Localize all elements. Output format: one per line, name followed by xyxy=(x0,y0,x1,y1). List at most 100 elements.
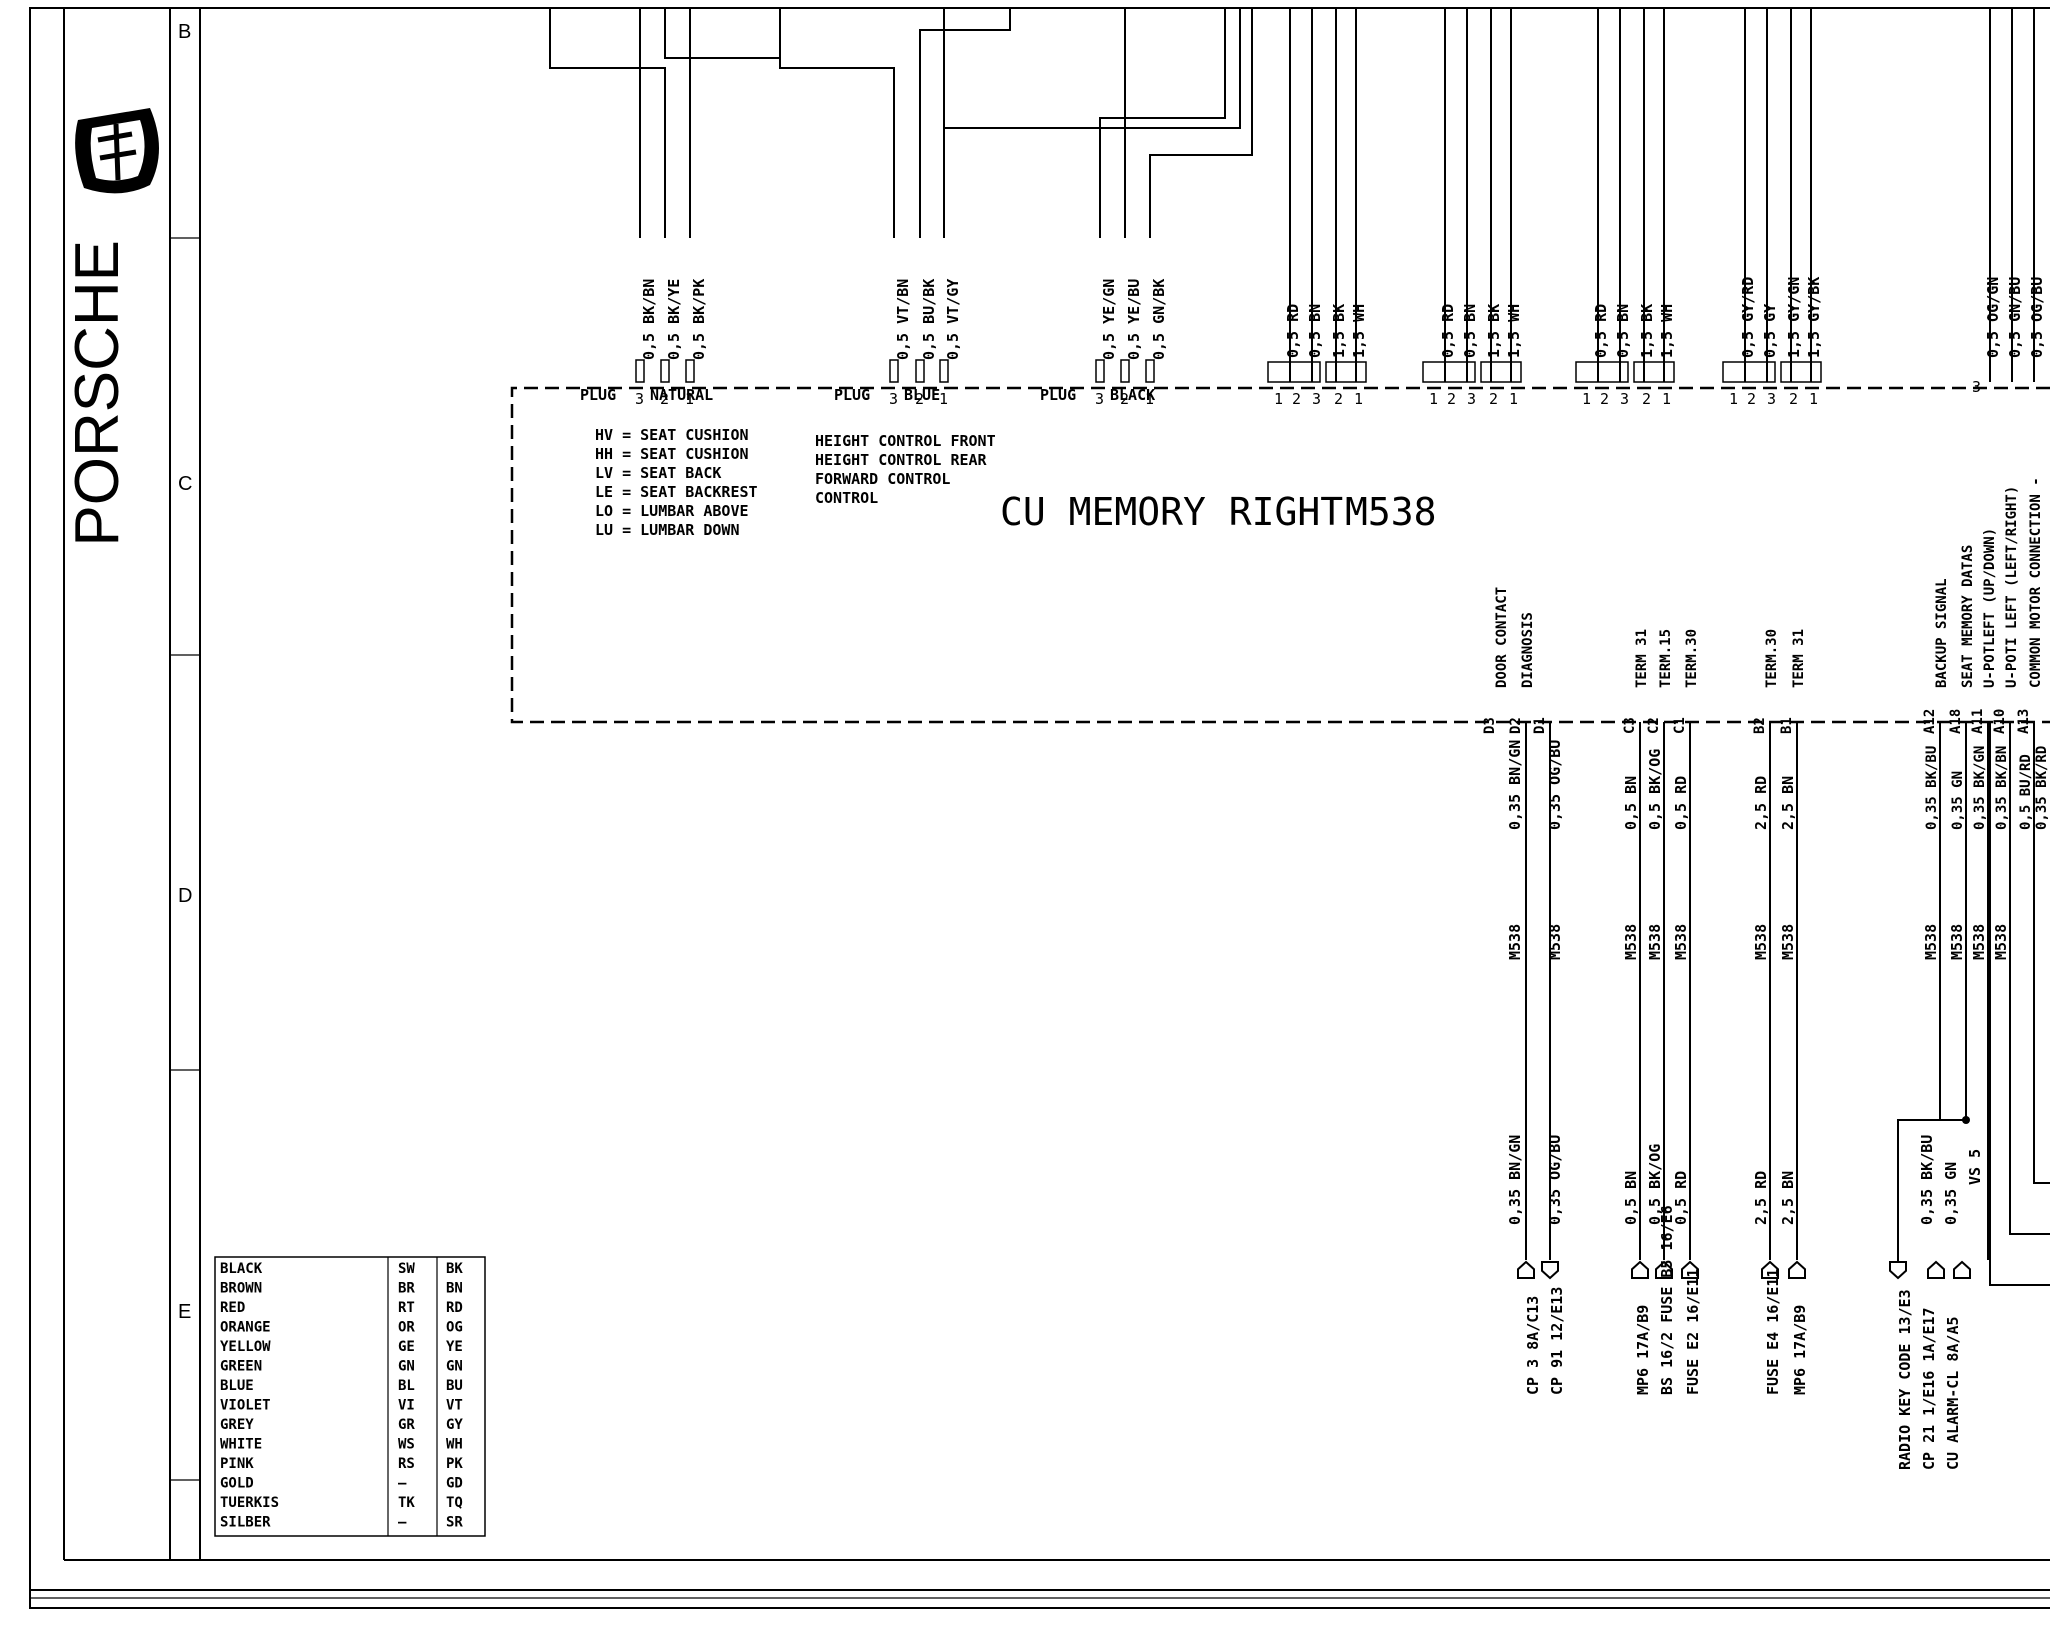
pin-signal: TERM.30 xyxy=(1684,629,1700,688)
ref-label: M538 xyxy=(1970,924,1988,960)
legend-german-code: GR xyxy=(398,1417,415,1433)
ref-label: M538 xyxy=(1672,924,1690,960)
pin-id: D3 xyxy=(1482,717,1498,734)
legend-english-code: BK xyxy=(446,1261,463,1277)
legend-color-name: BLUE xyxy=(220,1378,254,1394)
pin-id: D1 xyxy=(1532,717,1548,734)
plug-wire-label: 0,5 GN/BK xyxy=(1150,279,1168,360)
splice-label: VS 5 xyxy=(1966,1149,1984,1185)
legend-german-code: RS xyxy=(398,1456,415,1472)
plug-wire-label: 0,5 BK/YE xyxy=(665,279,683,360)
control-entry: HEIGHT CONTROL FRONT xyxy=(815,432,996,450)
legend-english-code: YE xyxy=(446,1339,463,1355)
abbreviation-entry: HH = SEAT CUSHION xyxy=(595,445,749,463)
destination-label: CU ALARM-CL 8A/A5 xyxy=(1944,1316,1962,1470)
pin-number: 2 xyxy=(1447,390,1456,408)
motor-wire-label: 0,5 RD xyxy=(1284,304,1302,358)
wire-label: 0,35 BK/RD xyxy=(2034,746,2050,830)
frame-and-wires xyxy=(29,7,2050,1609)
ref-label: M538 xyxy=(1506,924,1524,960)
wire-label: 0,35 GN xyxy=(1950,771,1966,830)
pin-signal: TERM.30 xyxy=(1764,629,1780,688)
destination-label: MP6 17A/B9 xyxy=(1634,1305,1652,1395)
control-entry: FORWARD CONTROL xyxy=(815,470,950,488)
pin-number: 1 xyxy=(1809,390,1818,408)
destination-label: CP 21 1/E16 1A/E17 xyxy=(1920,1307,1938,1470)
wire-label: 0,35 BK/BU xyxy=(1918,1135,1936,1225)
plug-label: PLUG xyxy=(834,386,870,404)
destination-label: CP 3 8A/C13 xyxy=(1524,1296,1542,1395)
connector-out-icon xyxy=(1953,1260,1971,1279)
legend-german-code: TK xyxy=(398,1495,415,1511)
legend-german-code: WS xyxy=(398,1437,415,1453)
pin-number: 3 xyxy=(1767,390,1776,408)
wire-label: 0,5 BN xyxy=(1622,1171,1640,1225)
pin-number: 2 xyxy=(1334,390,1343,408)
legend-color-name: ORANGE xyxy=(220,1320,271,1336)
connector-in-icon xyxy=(1541,1261,1559,1280)
pin-signal: U-POTLEFT (UP/DOWN) xyxy=(1982,528,1998,688)
legend-english-code: GN xyxy=(446,1359,463,1375)
terminal-box xyxy=(660,359,670,383)
legend-color-name: PINK xyxy=(220,1456,254,1472)
pin-number: 3 xyxy=(1467,390,1476,408)
abbreviation-entry: LV = SEAT BACK xyxy=(595,464,721,482)
pin-number: 1 xyxy=(1729,390,1738,408)
motor-wire-label: 0,5 GY xyxy=(1761,304,1779,358)
pin-number: 1 xyxy=(1662,390,1671,408)
legend-german-code: — xyxy=(398,1476,407,1492)
outer-border xyxy=(29,7,2050,1609)
wire-label: 0,35 BN/GN xyxy=(1506,740,1524,830)
plug-wire-label: 0,5 VT/BN xyxy=(894,279,912,360)
terminal-box xyxy=(939,359,949,383)
pin-id: C1 xyxy=(1672,717,1688,734)
wire-label: 0,5 BN xyxy=(1622,776,1640,830)
pin-number: 1 xyxy=(1582,390,1591,408)
legend-english-code: GD xyxy=(446,1476,463,1492)
pin-signal: U-POTI LEFT (LEFT/RIGHT) xyxy=(2004,486,2020,688)
destination-label: FUSE E4 16/E11 xyxy=(1764,1269,1782,1395)
unit-title: CU MEMORY RIGHT xyxy=(1000,490,1343,534)
legend-english-code: TQ xyxy=(446,1495,463,1511)
terminal-box xyxy=(889,359,899,383)
right-wire-label: 0,5 GN/BU xyxy=(2006,277,2024,358)
ref-label: M538 xyxy=(1646,924,1664,960)
ref-label: M538 xyxy=(1622,924,1640,960)
connector-out-icon xyxy=(1761,1260,1779,1279)
plug-wire-label: 0,5 YE/BU xyxy=(1125,279,1143,360)
pin-id: C3 xyxy=(1622,717,1638,734)
legend-english-code: GY xyxy=(446,1417,463,1433)
unit-code: M538 xyxy=(1345,490,1437,534)
motor-wire-label: 0,5 BN xyxy=(1461,304,1479,358)
motor-wire-label: 0,5 GY/RD xyxy=(1739,277,1757,358)
porsche-crest-icon xyxy=(75,108,159,194)
motor-wire-label: 1,5 WH xyxy=(1505,304,1523,358)
ref-label: M538 xyxy=(1948,924,1966,960)
wire-label: 0,35 BN/GN xyxy=(1506,1135,1524,1225)
pin-id: A18 xyxy=(1948,709,1964,734)
wire-label: 0,35 BK/BN xyxy=(1994,746,2010,830)
motor-plug-left xyxy=(1422,361,1476,383)
wire-label: 0,35 GN xyxy=(1942,1162,1960,1225)
motor-plug-right xyxy=(1480,361,1522,383)
abbreviation-entry: LU = LUMBAR DOWN xyxy=(595,521,740,539)
ref-label: M538 xyxy=(1922,924,1940,960)
plug-label: PLUG xyxy=(580,386,616,404)
legend-color-name: GREY xyxy=(220,1417,254,1433)
motor-wire-label: 0,5 RD xyxy=(1439,304,1457,358)
pin-number: 2 xyxy=(1489,390,1498,408)
pin-number: 2 xyxy=(1600,390,1609,408)
connector-out-icon xyxy=(1681,1260,1699,1279)
plug-wire-label: 0,5 VT/GY xyxy=(944,279,962,360)
group3-wire-4 xyxy=(2033,722,2050,1184)
pin-signal: BACKUP SIGNAL xyxy=(1934,578,1950,688)
pin-number: 2 xyxy=(660,390,669,408)
right-wire-label: 0,5 OG/BU xyxy=(2028,277,2046,358)
cu-memory-box xyxy=(510,386,2050,724)
legend-color-name: VIOLET xyxy=(220,1398,271,1414)
motor-wire-label: 1,5 WH xyxy=(1658,304,1676,358)
motor-plug-left xyxy=(1575,361,1629,383)
pin-id: D2 xyxy=(1508,717,1524,734)
wire-label: 0,5 RD xyxy=(1672,776,1690,830)
